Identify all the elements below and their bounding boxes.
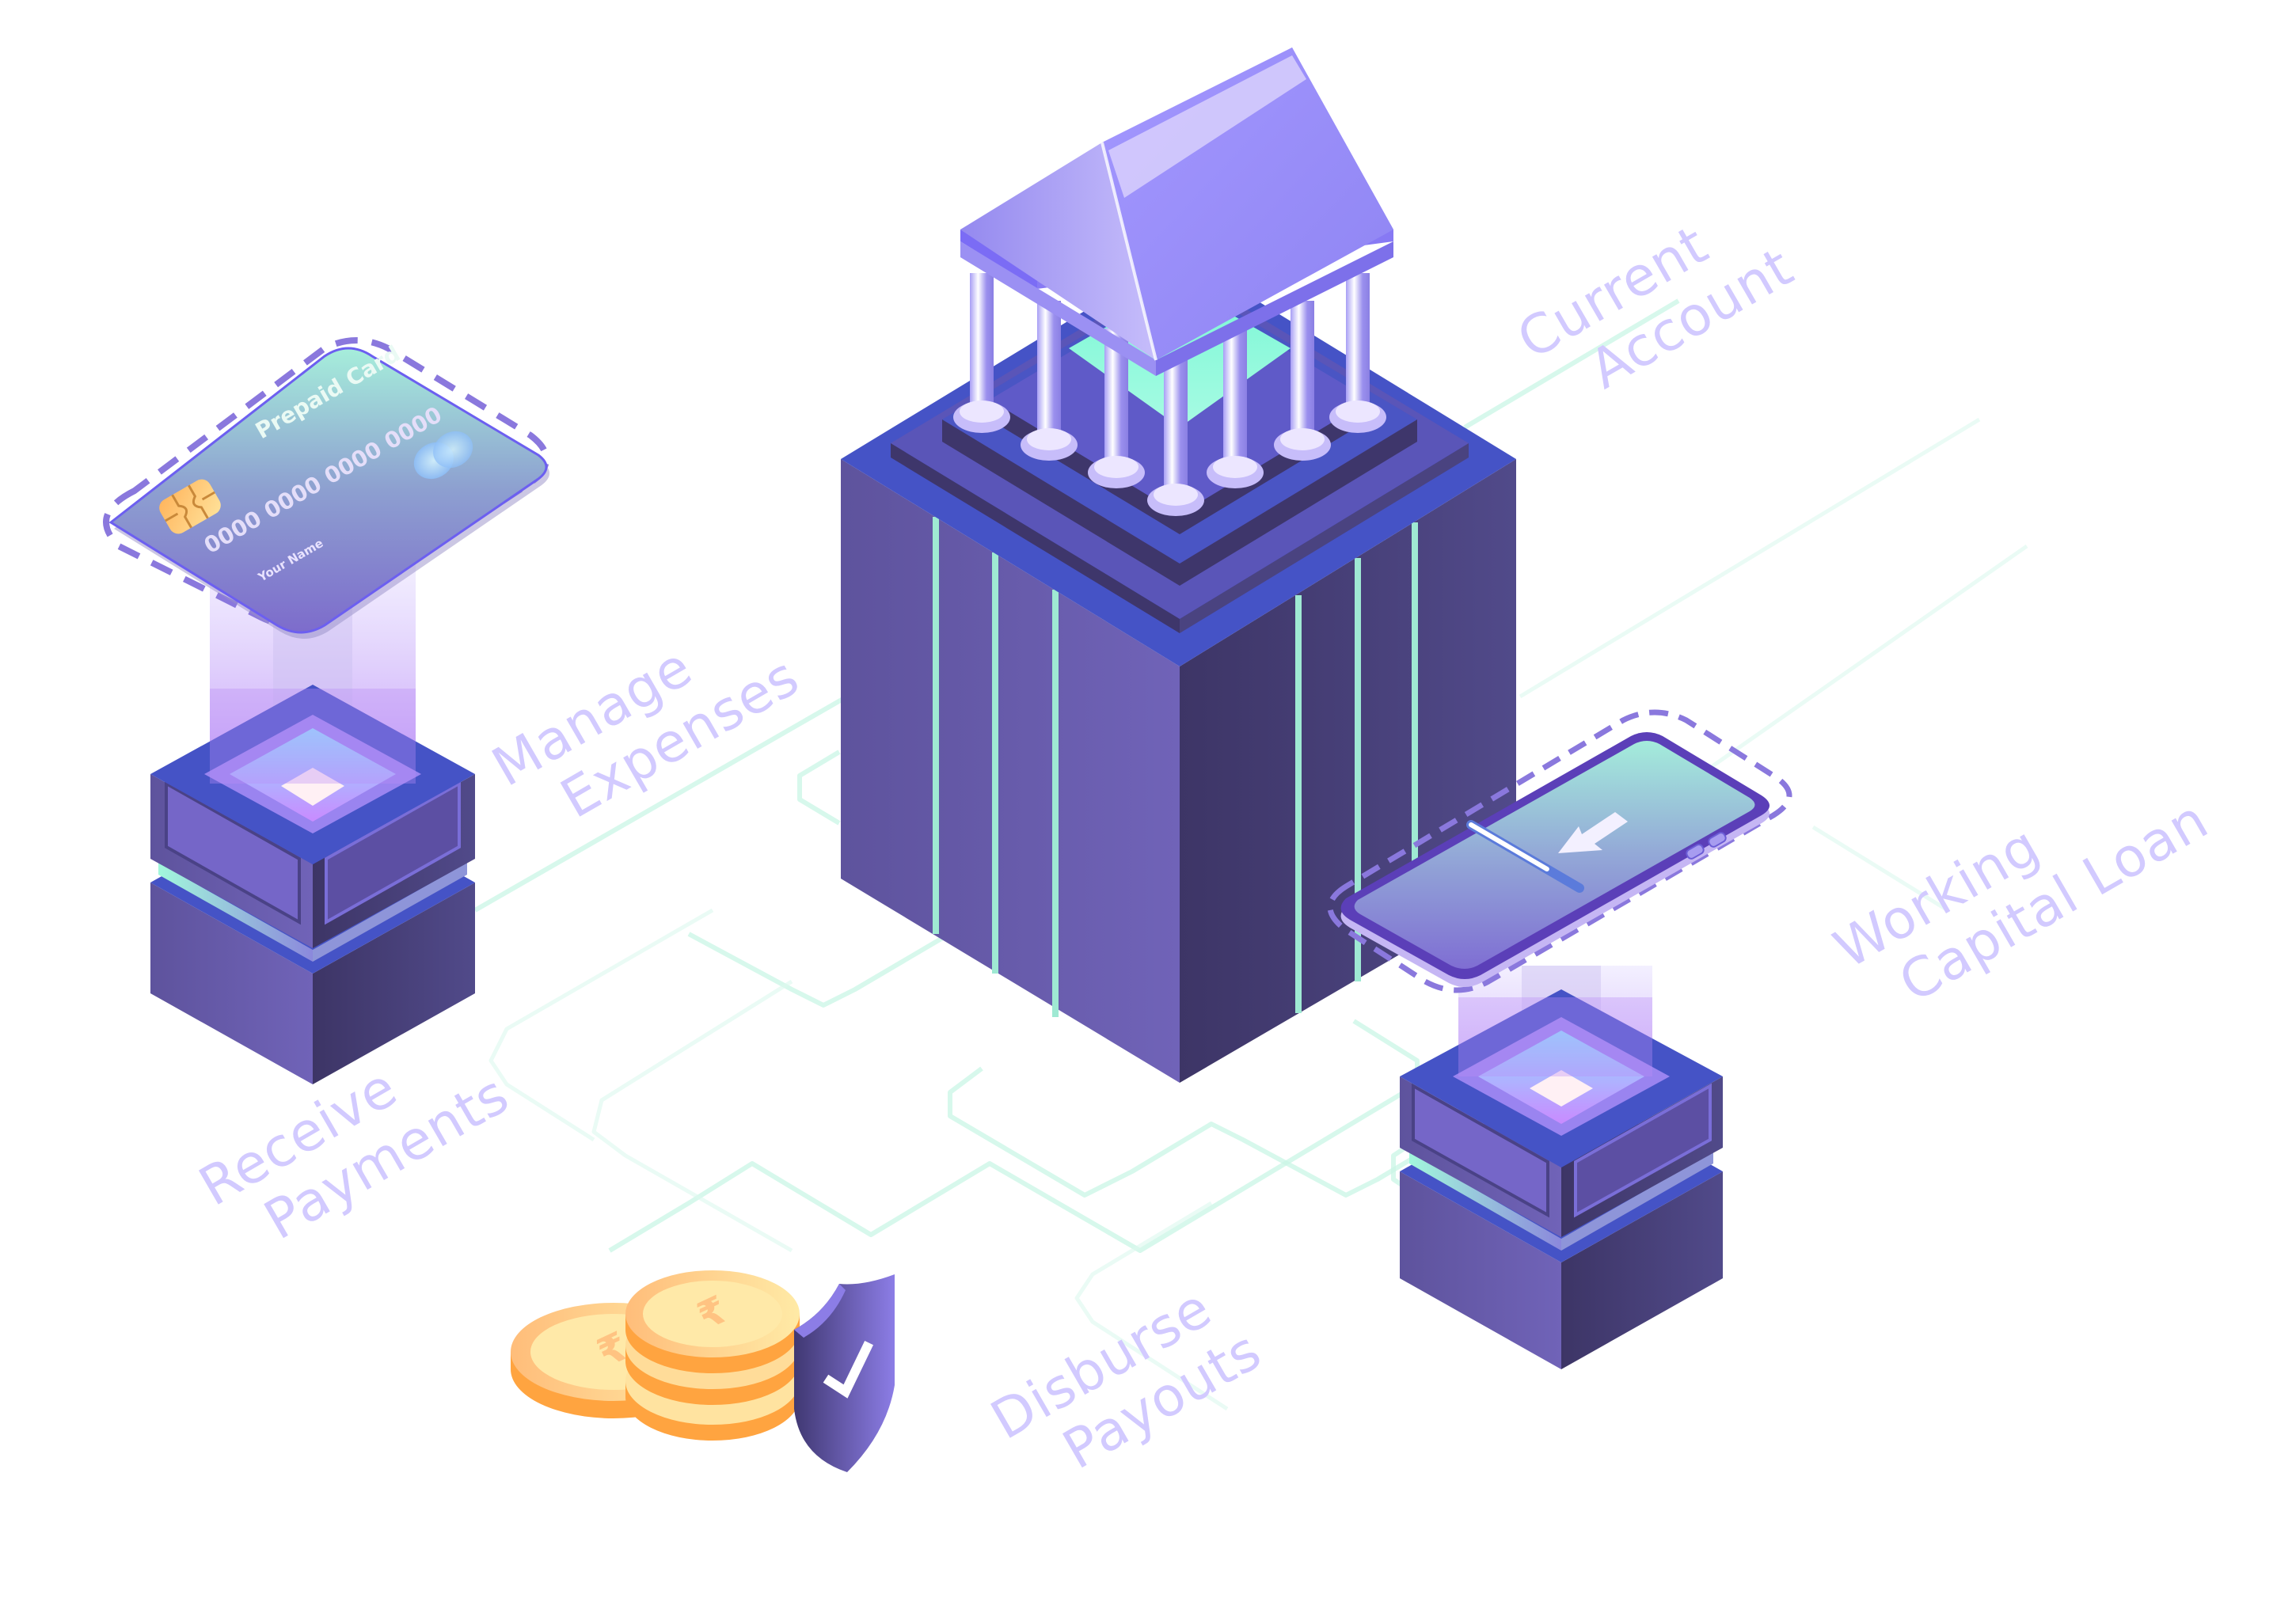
bank-column xyxy=(1274,301,1331,461)
bank-entablature-right xyxy=(1156,241,1393,376)
emv-chip-icon xyxy=(159,479,221,534)
check-mark xyxy=(823,1340,874,1399)
card-body xyxy=(108,347,548,634)
bank-building-icon xyxy=(953,47,1393,516)
connector-line xyxy=(1519,417,1981,699)
prepaid-card: Prepaid Card 0000 0000 0000 0000 Your Na… xyxy=(103,337,549,639)
progress-fill xyxy=(1469,822,1549,871)
connector-line xyxy=(687,908,991,1008)
label-working-capital-loan: Working Capital Loan xyxy=(1824,788,2219,1015)
download-arrow-icon xyxy=(1558,812,1628,853)
connector-disburse-payouts xyxy=(1074,1201,1229,1411)
connector-current-account xyxy=(1463,298,1680,430)
phone xyxy=(1327,709,1792,993)
bank-column xyxy=(1207,328,1264,488)
bank-column xyxy=(1147,356,1204,516)
shield-body xyxy=(794,1274,895,1472)
bank-columns xyxy=(953,273,1386,516)
connector-line xyxy=(797,750,841,826)
label-current-account: Current Account xyxy=(1507,214,1804,401)
phone-screen xyxy=(1354,741,1755,969)
label-disburse-payouts: Disburse Payouts xyxy=(981,1277,1272,1482)
bank-column xyxy=(1329,273,1386,433)
bank-entablature-left xyxy=(960,241,1156,376)
bank-block-light-strips xyxy=(933,517,1418,1017)
phone-dashed-outline xyxy=(1327,709,1792,993)
bank-roof-pediment xyxy=(960,142,1156,360)
shield-check-icon xyxy=(794,1274,895,1472)
bank-block-left-face xyxy=(841,459,1180,1083)
card-network-circles-icon xyxy=(413,431,473,480)
phone-side-button xyxy=(1708,832,1727,848)
bank-column xyxy=(953,273,1010,433)
connector-working-capital xyxy=(1811,825,1949,913)
connector-line xyxy=(488,908,714,1142)
connector-line xyxy=(948,1066,1498,1198)
download-progress-bar xyxy=(1466,820,1584,893)
connector-manage-expenses xyxy=(473,694,849,913)
phone-side-button xyxy=(1686,844,1705,860)
right-pedestal xyxy=(1400,966,1723,1369)
coin: ₹ xyxy=(625,1270,800,1373)
bank-column xyxy=(1021,301,1078,461)
coins-stack: ₹ ₹ xyxy=(511,1270,800,1441)
left-pedestal xyxy=(150,558,475,1084)
connector-receive-payments xyxy=(591,979,793,1253)
